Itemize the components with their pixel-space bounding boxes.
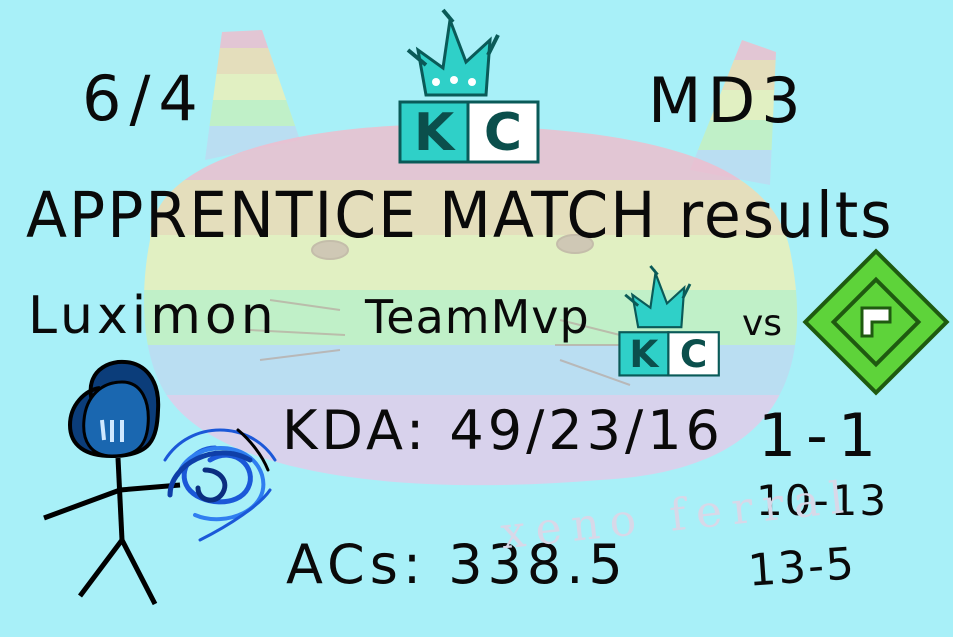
series-format: MD3 <box>648 64 807 137</box>
map-score-2: 13-5 <box>746 538 858 597</box>
page-title: APPRENTICE MATCH results <box>26 179 894 253</box>
stick-figure-avatar <box>43 359 181 606</box>
svg-text:C: C <box>680 332 707 376</box>
kc-logo-letter-k: K <box>414 103 456 163</box>
svg-text:K: K <box>629 332 660 376</box>
kda-stat: KDA: 49/23/16 <box>282 399 724 462</box>
versus-label: vs <box>742 303 783 344</box>
green-opponent-logo <box>802 248 950 396</box>
kc-crown-logo: K C <box>398 8 540 164</box>
map-score-1: 10-13 <box>756 476 889 525</box>
match-date: 6/4 <box>82 62 206 135</box>
player-award: TeamMvp <box>365 290 590 344</box>
series-score: 1-1 <box>758 401 886 471</box>
kc-crown-logo-small: K C <box>618 265 720 377</box>
blue-vortex-effect <box>163 428 277 542</box>
player-name: Luximon <box>28 286 278 346</box>
acs-stat: ACs: 338.5 <box>286 533 628 596</box>
kc-logo-letter-c: C <box>484 103 522 163</box>
